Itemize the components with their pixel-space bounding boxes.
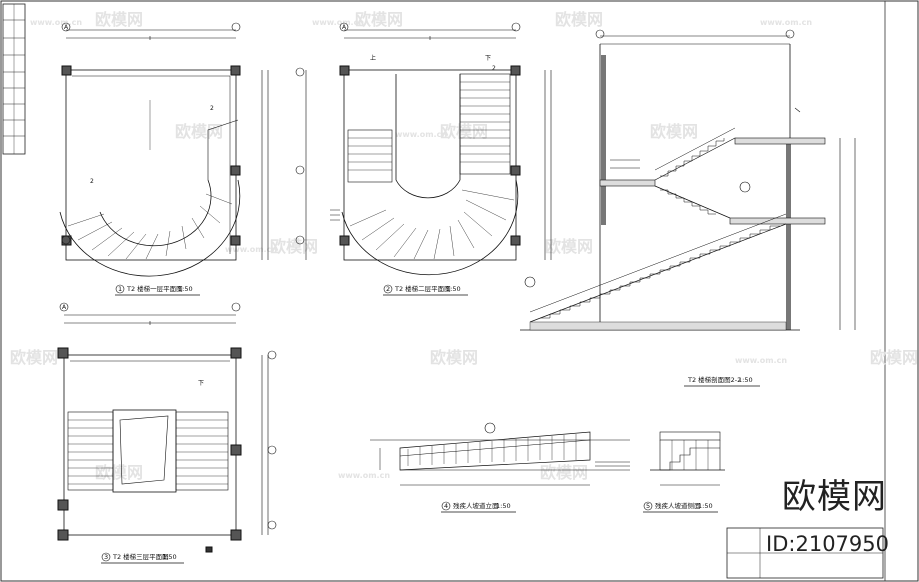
drawing-number: 3 — [104, 553, 108, 561]
column — [230, 235, 241, 246]
detail-4-caption: 4 残疾人坡道立面 1:50 — [441, 501, 516, 513]
drawing-number: 4 — [444, 502, 448, 510]
watermark-url: www.om.cn — [395, 130, 447, 139]
watermark: 欧模网 — [10, 348, 58, 367]
watermark-url: www.om.cn — [735, 356, 787, 365]
axis-bubble — [231, 22, 241, 32]
plan-2-caption: 2 T2 楼梯二层平面图 1:50 — [383, 284, 468, 296]
watermark: 欧模网 — [650, 122, 698, 141]
drawing-number: 5 — [646, 502, 650, 510]
watermark: 欧模网 — [175, 122, 223, 141]
watermark-layer: 欧模网 欧模网 欧模网 欧模网 欧模网 欧模网 欧模网 欧模网 欧模网 欧模网 … — [10, 10, 918, 482]
axis-label: A — [64, 24, 69, 31]
drawing-title: T2 楼梯一层平面图 — [126, 284, 183, 293]
plan-3 — [57, 302, 277, 553]
detail-5-caption: 5 残疾人坡道侧面 1:50 — [643, 501, 718, 513]
drawing-title: T2 楼梯剖面图2-2 — [687, 375, 741, 384]
watermark: 欧模网 — [540, 463, 588, 482]
watermark: 欧模网 — [870, 348, 918, 367]
down-label: 下 — [198, 380, 204, 387]
down-label: 下 — [485, 55, 491, 62]
axis-label: A — [342, 24, 347, 31]
drawing-scale: 1:50 — [178, 285, 193, 293]
brand-id: ID:2107950 — [766, 532, 889, 556]
drawing-scale: 1:50 — [738, 376, 753, 384]
section-2-2 — [520, 29, 856, 331]
drawing-scale: 1:50 — [446, 285, 461, 293]
watermark: 欧模网 — [440, 122, 488, 141]
column — [61, 65, 72, 76]
plan-2 — [295, 22, 552, 276]
up-label: 上 — [370, 54, 376, 62]
watermark: 欧模网 — [355, 10, 403, 29]
cut-label: 2 — [210, 105, 214, 112]
watermark-url: www.om.cn — [760, 18, 812, 27]
watermark: 欧模网 — [430, 348, 478, 367]
drawing-title: T2 楼梯二层平面图 — [394, 284, 451, 293]
title-block — [726, 527, 884, 579]
column — [230, 165, 241, 176]
detail-4-ramp-elevation — [370, 422, 630, 486]
plan-3-caption: 3 T2 楼梯三层平面图 1:50 — [101, 552, 184, 564]
drawing-number: 2 — [386, 285, 390, 293]
cut-label: 2 — [90, 178, 94, 185]
watermark: 欧模网 — [270, 237, 318, 256]
watermark-url: www.om.cn — [338, 471, 390, 480]
watermark: 欧模网 — [95, 463, 143, 482]
column — [230, 65, 241, 76]
watermark: 欧模网 — [545, 237, 593, 256]
watermark: 欧模网 — [555, 10, 603, 29]
drawing-scale: 1:50 — [162, 553, 177, 561]
drawing-title: 残疾人坡道立面 — [453, 501, 499, 510]
watermark-url: www.om.cn — [30, 18, 82, 27]
drawing-number: 1 — [118, 285, 122, 293]
axis-bubble — [61, 22, 71, 32]
cut-label: 2 — [492, 65, 496, 72]
drawing-scale: 1:50 — [496, 502, 511, 510]
detail-5-ramp-side — [650, 431, 725, 486]
watermark-url: www.om.cn — [312, 18, 364, 27]
section-caption: T2 楼梯剖面图2-2 1:50 — [684, 375, 760, 387]
left-title-strip — [2, 3, 26, 155]
brand-logo-text: 欧模网 — [782, 477, 887, 517]
axis-label: A — [62, 304, 67, 311]
drawing-scale: 1:50 — [698, 502, 713, 510]
watermark-url: www.om.cn — [225, 245, 277, 254]
plan-1-caption: 1 T2 楼梯一层平面图 1:50 — [115, 284, 200, 296]
plan-1 — [59, 22, 269, 277]
drawing-title: T2 楼梯三层平面图 — [112, 552, 169, 561]
watermark: 欧模网 — [95, 10, 143, 29]
drawing-title: 残疾人坡道侧面 — [655, 501, 701, 510]
